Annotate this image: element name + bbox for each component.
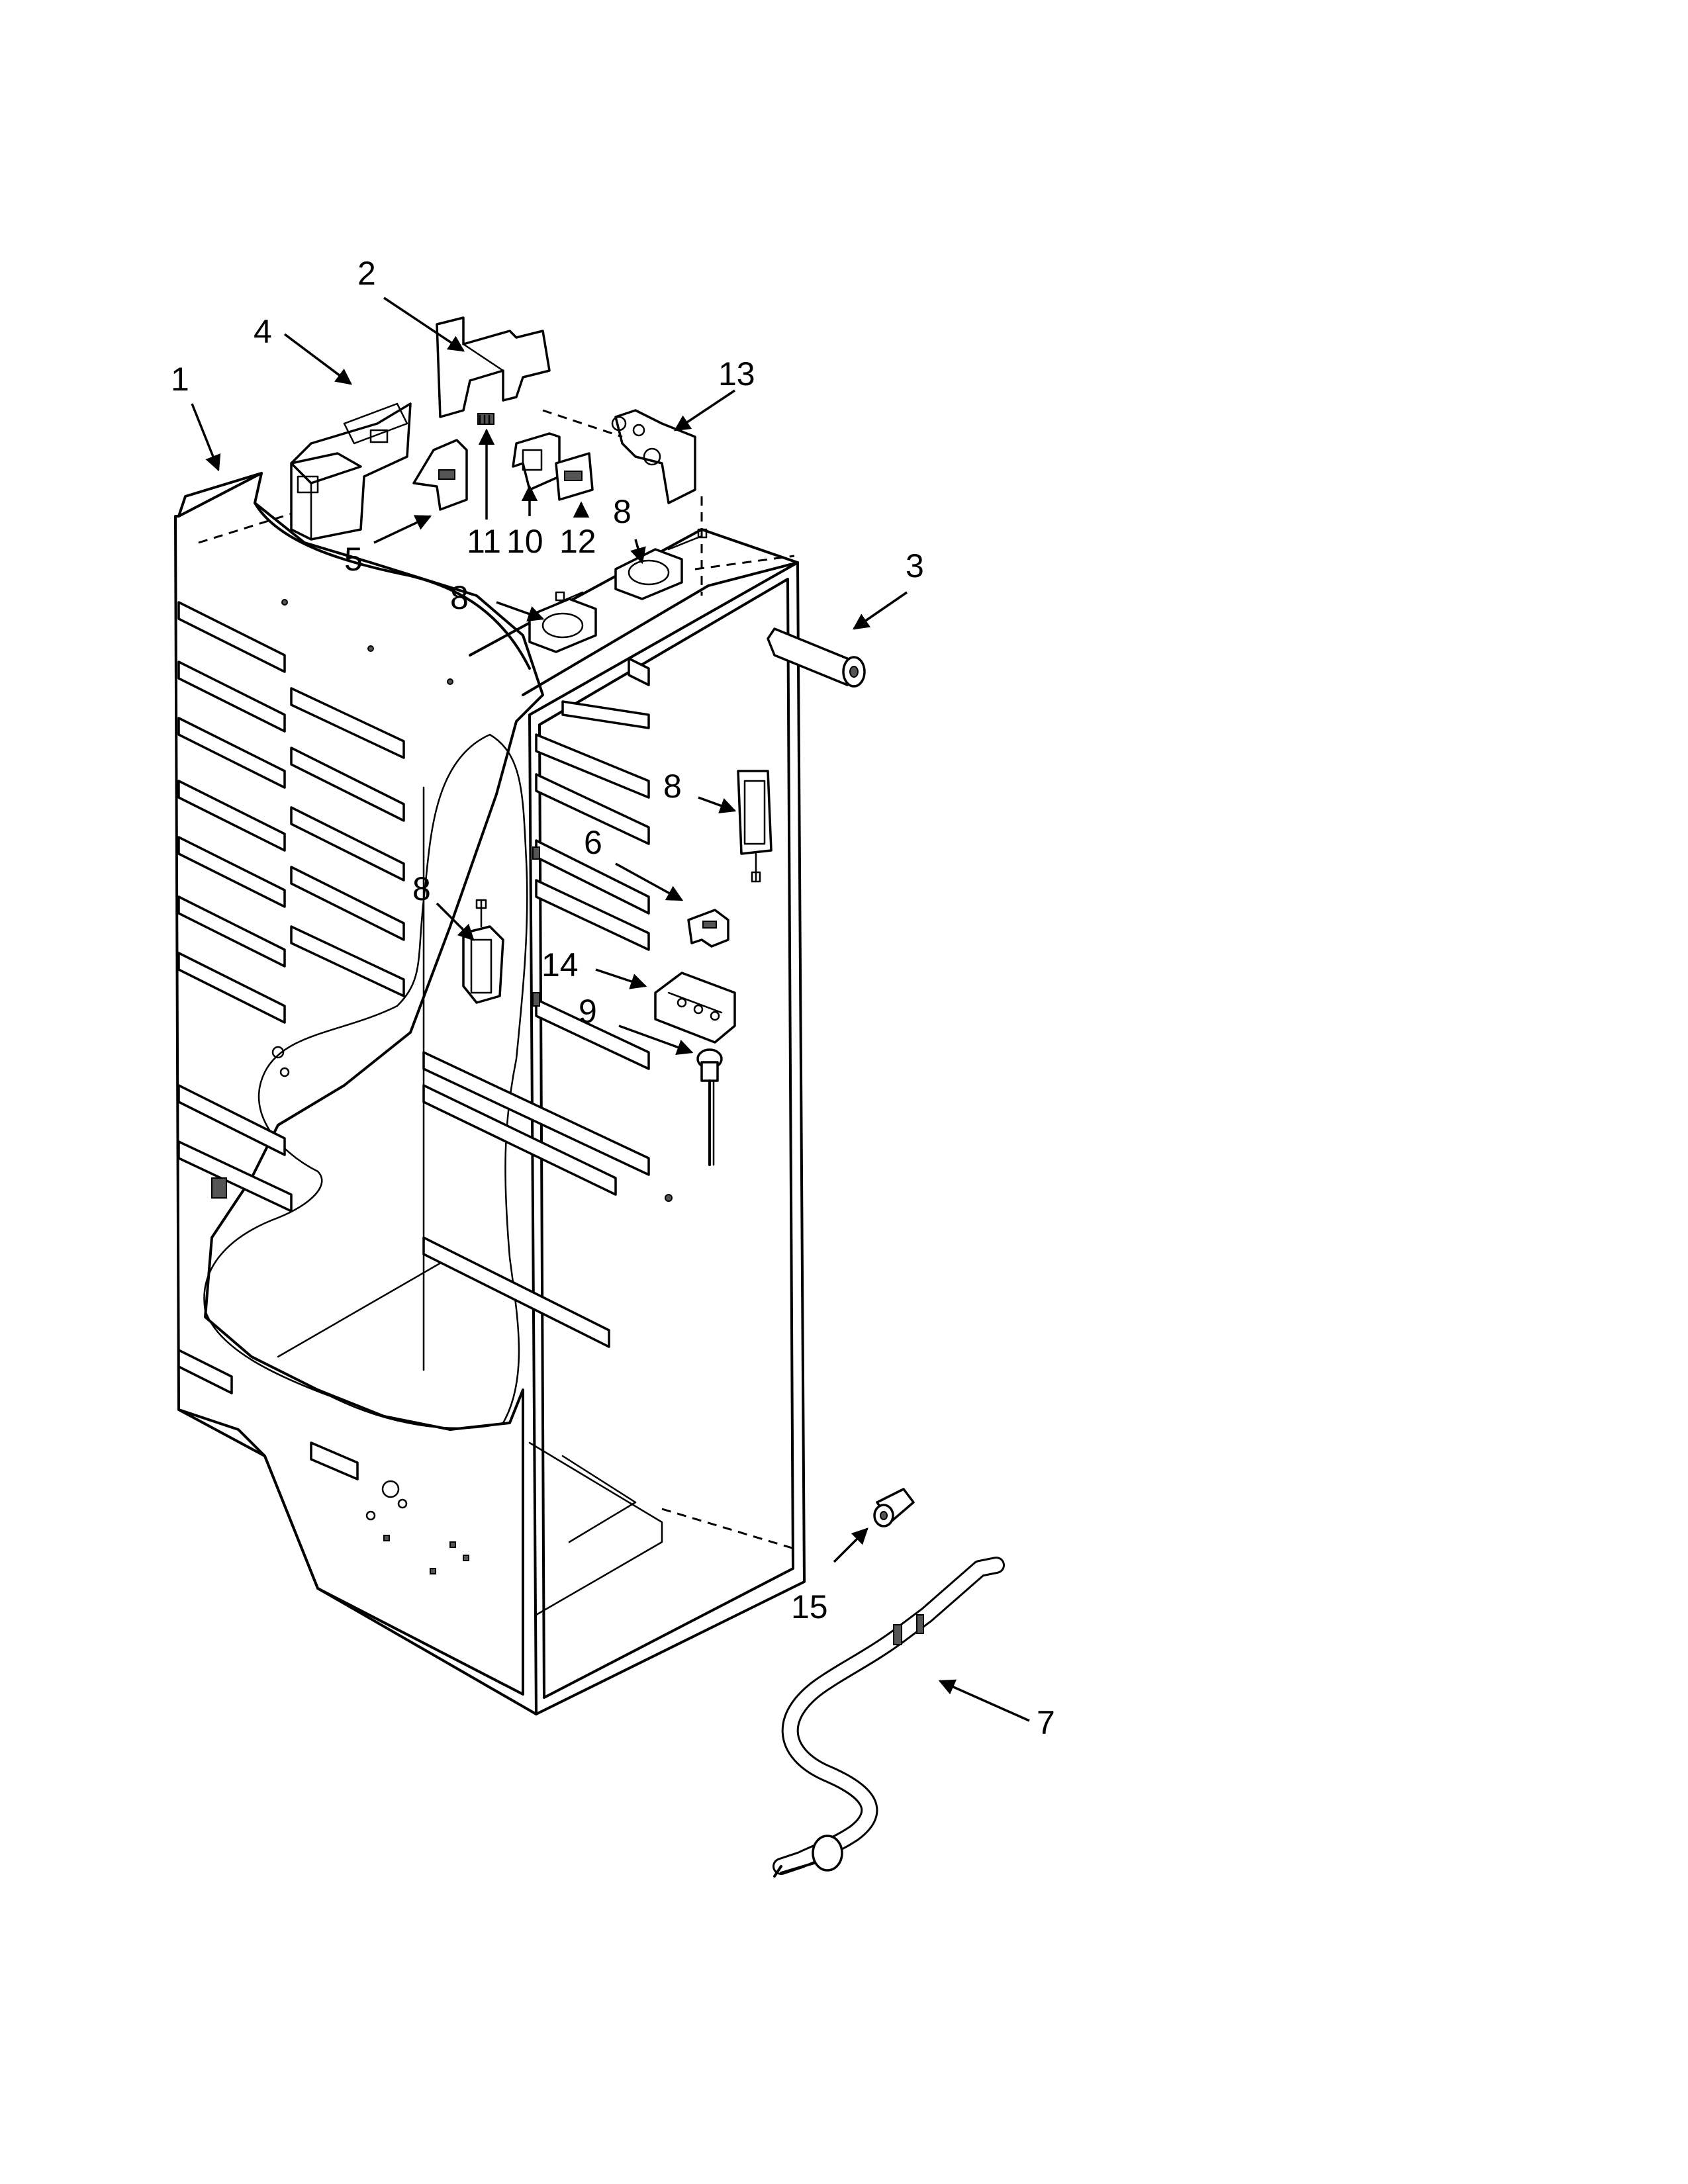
callout-3: 3 (906, 547, 924, 584)
part-8-sensor-top-right (614, 528, 708, 600)
callout-6: 6 (584, 824, 602, 861)
callout-8-interior: 8 (412, 870, 431, 907)
callout-15: 15 (791, 1588, 828, 1625)
part-3-cylinder (767, 627, 866, 688)
callout-9: 9 (579, 993, 597, 1030)
part-10-bracket (512, 432, 561, 491)
callout-8-top-right: 8 (613, 493, 632, 530)
part-2-bracket (436, 316, 551, 425)
callout-8-top-left: 8 (450, 579, 469, 616)
part-14-lamp-housing (654, 972, 736, 1044)
part-6-clip (687, 909, 729, 948)
callout-labels: 1 2 3 4 5 6 7 8 8 8 8 9 10 11 12 13 14 1… (171, 255, 1055, 1741)
callout-4: 4 (254, 313, 272, 350)
part-13-dispenser-bracket (542, 409, 703, 596)
part-8-sensor-top-left (528, 591, 597, 653)
callout-14: 14 (541, 946, 579, 983)
refrigerator-liner (174, 472, 806, 1715)
callout-1: 1 (171, 361, 189, 398)
callout-13: 13 (718, 355, 755, 392)
callout-5: 5 (344, 541, 363, 578)
part-9-bulb (696, 1048, 723, 1166)
callout-11: 11 (467, 523, 501, 560)
part-15-fitting (873, 1488, 915, 1527)
shelf-rails-right (422, 657, 650, 1348)
callout-8-side: 8 (663, 768, 682, 805)
callout-7: 7 (1037, 1704, 1055, 1741)
callout-10: 10 (506, 523, 543, 560)
callout-2: 2 (357, 255, 376, 292)
part-12-cover (555, 452, 594, 501)
part-7-water-tube (773, 1557, 1005, 1878)
shelf-rails-left (177, 601, 405, 1480)
callout-12: 12 (559, 523, 596, 560)
leader-lines (191, 296, 1030, 1722)
part-8-sensor-side (737, 770, 773, 883)
part-4-housing (290, 402, 412, 541)
part-5-cover (412, 439, 468, 511)
part-8-sensor-interior (462, 899, 504, 1004)
